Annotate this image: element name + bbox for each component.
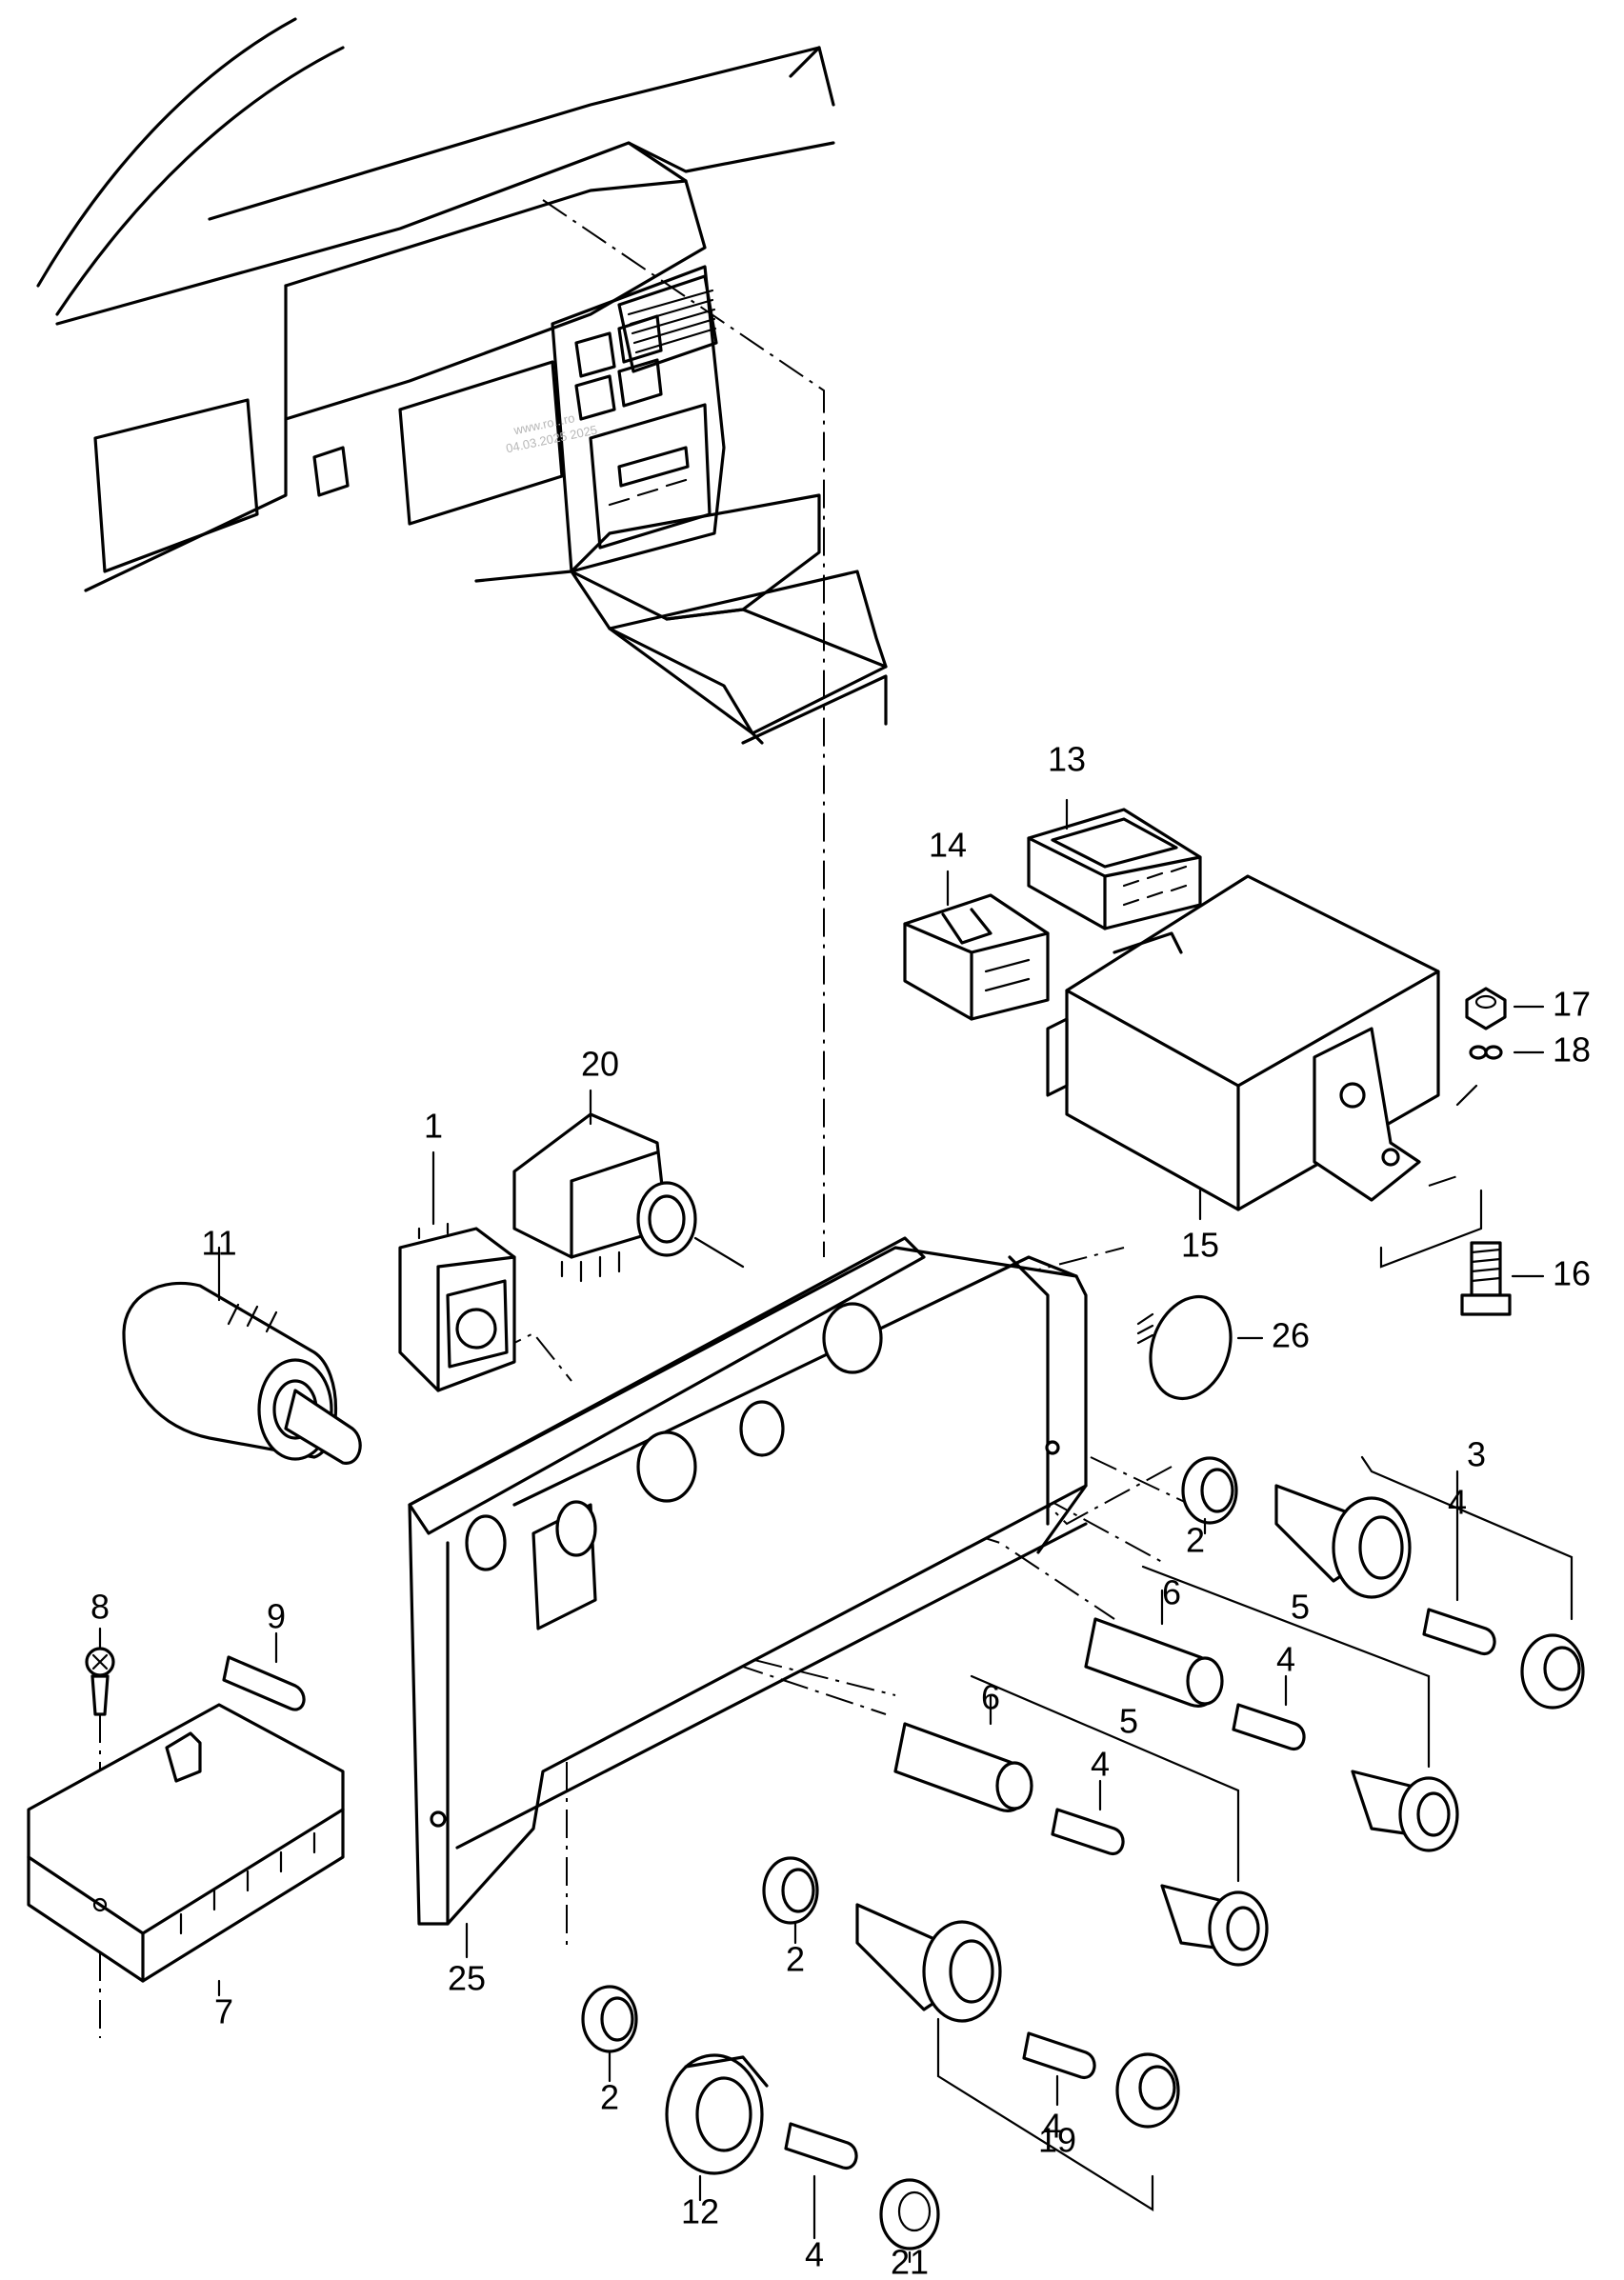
callout-6-a: 6: [1162, 1573, 1181, 1612]
part-8-screw: [85, 1647, 115, 1716]
part-15-control-unit: [1046, 874, 1440, 1211]
part-2-bulb-holder-a: [1181, 1456, 1238, 1525]
part-19-knob: [855, 1903, 1002, 2023]
part-25-switch-panel: [408, 1236, 1088, 1926]
part-18-washer: [1469, 1045, 1503, 1060]
part-19-lens-cap: [1115, 2052, 1180, 2129]
part-14-connector: [903, 893, 1050, 1021]
part-4-bulb-b: [1232, 1703, 1306, 1750]
part-3-knob: [1274, 1484, 1412, 1599]
callout-7: 7: [214, 1992, 233, 2031]
callout-25: 25: [448, 1959, 486, 1998]
part-1-switch: [398, 1222, 516, 1392]
part-17-nut: [1465, 987, 1507, 1030]
bracket-16-17-18: [1379, 1084, 1483, 1269]
part-16-bolt: [1460, 1241, 1512, 1316]
part-3-lens-cap: [1520, 1633, 1585, 1710]
callout-4-e: 4: [805, 2235, 824, 2274]
part-4-bulb-d: [1022, 2031, 1096, 2079]
callout-14: 14: [929, 826, 967, 865]
callout-4-d: 4: [1043, 2107, 1062, 2146]
part-4-bulb-e: [784, 2122, 858, 2170]
part-20-relay: [512, 1112, 745, 1283]
callout-4-b: 4: [1276, 1640, 1295, 1679]
callout-12: 12: [681, 2192, 719, 2231]
callout-8: 8: [90, 1588, 110, 1627]
callout-17: 17: [1553, 985, 1591, 1024]
callout-5-a: 5: [1291, 1588, 1310, 1627]
callout-3: 3: [1467, 1435, 1486, 1474]
part-6-lamp-socket-a: [1084, 1617, 1224, 1708]
part-2-bulb-holder-c: [581, 1985, 638, 2053]
part-7-housing: [27, 1703, 345, 1983]
part-5-lamp-housing-b: [1160, 1884, 1269, 1967]
part-9-bulb: [222, 1655, 306, 1711]
callout-5-b: 5: [1119, 1702, 1138, 1741]
callout-1: 1: [424, 1107, 443, 1146]
callout-labels: 1 2 2 2 3 4 4 4 4 4 5 5 6 6 7 8 9 11 12 …: [90, 740, 1591, 2280]
dashboard-illustration: [36, 17, 888, 745]
callout-13: 13: [1048, 740, 1086, 779]
part-6-lamp-socket-b: [893, 1722, 1033, 1812]
part-21-cap: [879, 2178, 940, 2250]
part-11-rotary-switch: [122, 1281, 362, 1465]
callout-6-b: 6: [981, 1678, 1000, 1717]
part-12-knob: [665, 2053, 769, 2175]
callout-21: 21: [891, 2243, 929, 2280]
callout-16: 16: [1553, 1254, 1591, 1293]
callout-9: 9: [267, 1597, 286, 1636]
part-4-bulb-c: [1051, 1808, 1125, 1855]
callout-2-c: 2: [600, 2078, 619, 2117]
callout-4-c: 4: [1091, 1745, 1110, 1784]
callout-2-b: 2: [786, 1940, 805, 1979]
part-5-lamp-housing-a: [1351, 1770, 1459, 1852]
callout-19: 19: [1038, 2121, 1076, 2160]
callout-26: 26: [1272, 1316, 1310, 1355]
part-2-bulb-holder-b: [762, 1856, 819, 1925]
part-13-connector: [1027, 808, 1202, 930]
callout-4-a: 4: [1448, 1483, 1467, 1522]
part-4-bulb-a: [1422, 1608, 1496, 1655]
callout-20: 20: [581, 1045, 619, 1084]
callout-11: 11: [201, 1224, 236, 1263]
watermark: www.ro...ro 04.03.2025 2025: [505, 410, 599, 455]
callout-2-a: 2: [1186, 1521, 1205, 1560]
part-26-cap: [1136, 1294, 1233, 1401]
callout-18: 18: [1553, 1030, 1591, 1070]
callout-15: 15: [1181, 1226, 1219, 1265]
callout-leaders: [98, 798, 1574, 2264]
